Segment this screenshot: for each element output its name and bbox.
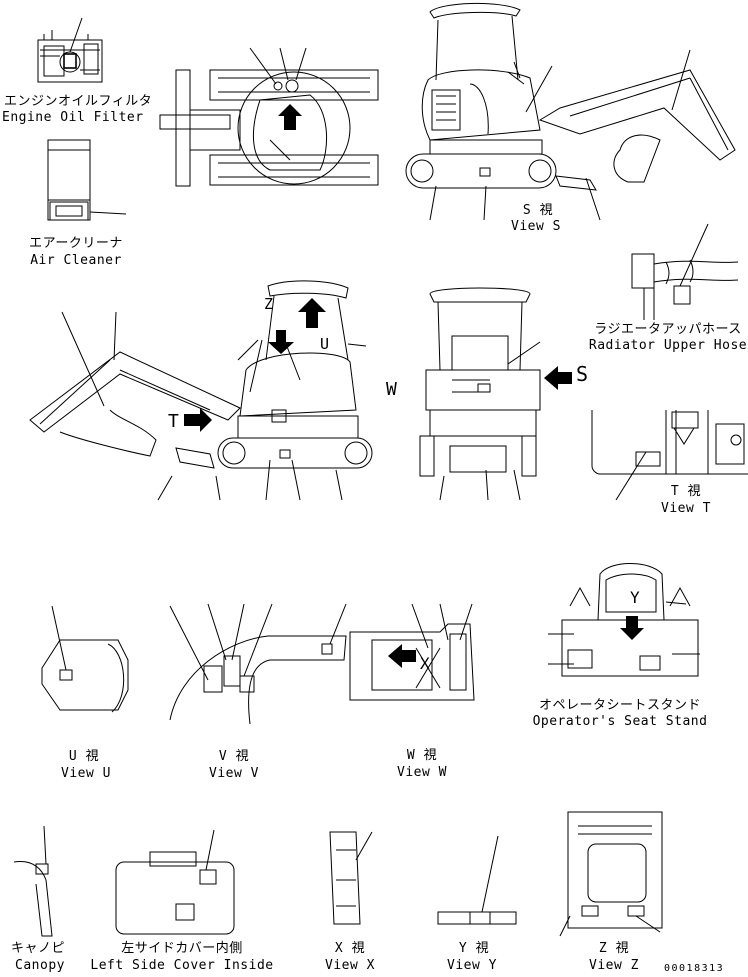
view-u-en: View U — [61, 766, 111, 781]
view-y-drawing — [437, 835, 517, 925]
arrow-letter-z: Z — [264, 295, 274, 313]
view-v-drawing — [169, 603, 347, 725]
arrow-letter-t: T — [168, 411, 180, 432]
view-w-en: View W — [397, 765, 447, 780]
engine-oil-filter-en: Engine Oil Filter — [2, 110, 144, 125]
view-z-en: View Z — [589, 958, 639, 973]
machine-side-view-left — [29, 280, 373, 501]
view-x-en: View X — [325, 958, 375, 973]
arrow-letter-x: X — [420, 654, 431, 673]
machine-rear-view — [419, 287, 572, 501]
view-y-jp: Y 視 — [458, 941, 490, 956]
view-w-jp: W 視 — [406, 748, 438, 763]
radiator-upper-hose-drawing — [631, 223, 739, 320]
view-z-jp: Z 視 — [598, 941, 630, 956]
view-v-jp: V 視 — [218, 749, 250, 764]
view-v-en: View V — [209, 766, 259, 781]
radiator-upper-hose-en: Radiator Upper Hose — [588, 338, 748, 353]
left-side-cover-inside-drawing — [115, 829, 235, 935]
view-t-jp: T 視 — [670, 484, 702, 499]
operator-seat-stand-drawing — [548, 563, 700, 677]
view-t-en: View T — [661, 501, 711, 516]
canopy-jp: キャノピ — [10, 941, 66, 956]
view-s-en: View S — [511, 219, 561, 234]
view-t-detail — [591, 410, 748, 501]
arrow-letter-s: S — [576, 362, 589, 386]
view-y-en: View Y — [447, 958, 497, 973]
operators-seat-stand-jp: オペレータシートスタンド — [538, 698, 702, 713]
arrow-letter-u: U — [320, 335, 330, 353]
air-cleaner-jp: エアークリーナ — [29, 236, 123, 251]
machine-side-view-top — [405, 3, 736, 221]
view-x-drawing — [329, 831, 373, 925]
engine-oil-filter-drawing — [37, 17, 103, 83]
arrow-letter-y: Y — [630, 588, 641, 607]
operators-seat-stand-en: Operator's Seat Stand — [532, 714, 708, 729]
view-s-jp: S 視 — [522, 203, 554, 218]
view-u-drawing — [41, 605, 129, 713]
drawing-number: 00018313 — [664, 963, 725, 974]
view-x-jp: X 視 — [334, 941, 366, 956]
canopy-drawing — [13, 825, 53, 937]
air-cleaner-drawing — [47, 139, 127, 221]
left-side-cover-inside-en: Left Side Cover Inside — [90, 958, 274, 973]
view-u-jp: U 視 — [68, 749, 100, 764]
radiator-upper-hose-jp: ラジエータアッパホース — [594, 322, 742, 337]
left-side-cover-inside-jp: 左サイドカバー内側 — [121, 941, 243, 956]
view-w-drawing — [349, 603, 475, 701]
engine-oil-filter-jp: エンジンオイルフィルタ — [4, 94, 153, 109]
view-z-drawing — [559, 811, 663, 937]
canopy-en: Canopy — [15, 958, 65, 973]
machine-top-view — [159, 47, 379, 187]
arrow-letter-w: W — [386, 379, 398, 400]
air-cleaner-en: Air Cleaner — [30, 253, 122, 268]
